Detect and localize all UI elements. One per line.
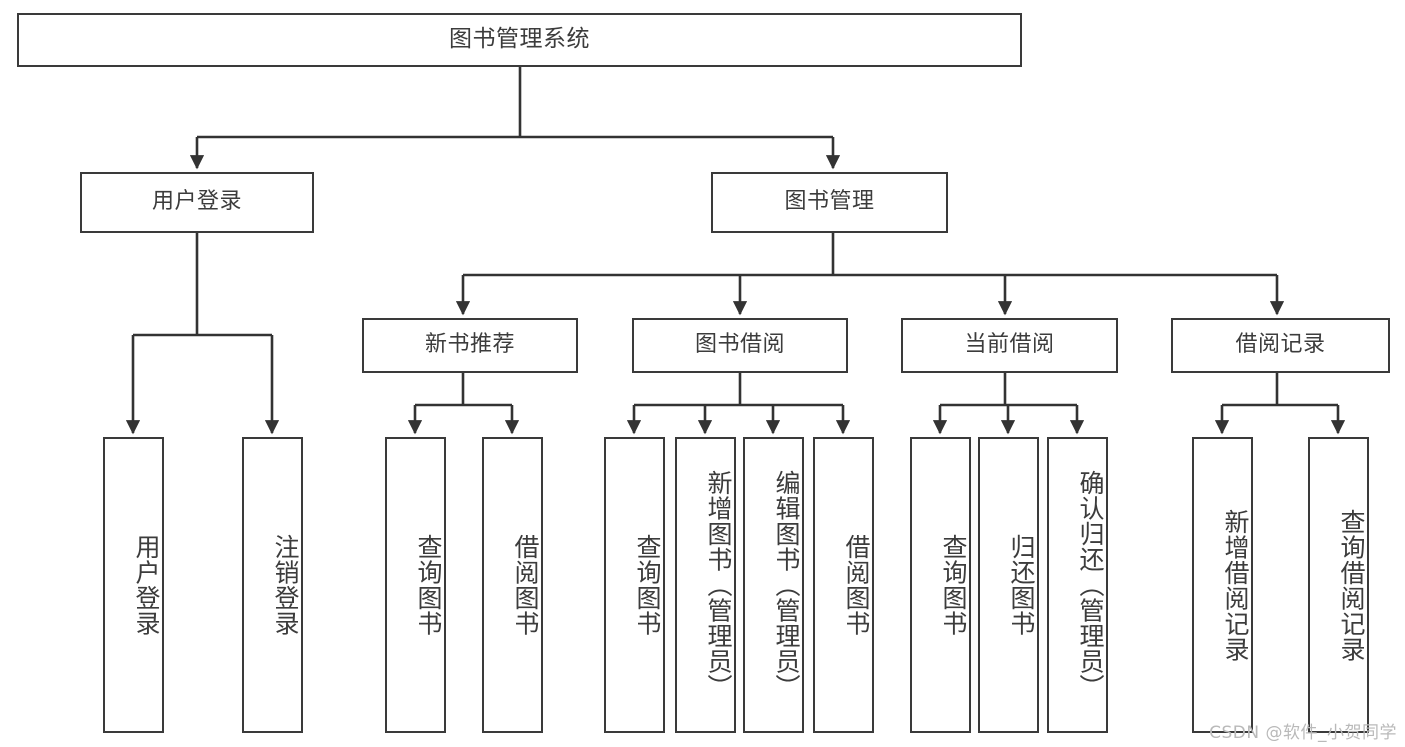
- node-label: 查询借阅记录: [1337, 508, 1366, 662]
- node-book-manage[interactable]: 图书管理: [711, 172, 948, 233]
- node-new-book-recommend[interactable]: 新书推荐: [362, 318, 578, 373]
- node-label: 编辑图书（管理员）: [772, 470, 801, 700]
- node-label: 用户登录: [151, 189, 242, 215]
- node-label: 图书借阅: [694, 332, 785, 358]
- leaf-return-book[interactable]: 归还图书: [978, 437, 1039, 733]
- node-label: 当前借阅: [964, 332, 1055, 358]
- node-label: 新增借阅记录: [1221, 508, 1250, 662]
- node-label: 确认归还（管理员）: [1076, 470, 1105, 700]
- node-book-borrow[interactable]: 图书借阅: [632, 318, 848, 373]
- leaf-query-book-3[interactable]: 查询图书: [910, 437, 971, 733]
- leaf-logout-login[interactable]: 注销登录: [242, 437, 303, 733]
- node-label: 借阅记录: [1235, 332, 1326, 358]
- leaf-add-record[interactable]: 新增借阅记录: [1192, 437, 1253, 733]
- node-label: 借阅图书: [842, 534, 871, 636]
- leaf-borrow-book-1[interactable]: 借阅图书: [482, 437, 543, 733]
- leaf-user-login[interactable]: 用户登录: [103, 437, 164, 733]
- node-label: 借阅图书: [511, 534, 540, 636]
- leaf-query-book-2[interactable]: 查询图书: [604, 437, 665, 733]
- node-label: 查询图书: [414, 534, 443, 636]
- node-label: 查询图书: [939, 534, 968, 636]
- csdn-watermark: CSDN @软件_小贺同学: [1209, 723, 1397, 743]
- node-borrow-record[interactable]: 借阅记录: [1171, 318, 1390, 373]
- node-label: 图书管理系统: [449, 26, 590, 53]
- node-root-system[interactable]: 图书管理系统: [17, 13, 1022, 67]
- node-label: 查询图书: [633, 534, 662, 636]
- leaf-query-record[interactable]: 查询借阅记录: [1308, 437, 1369, 733]
- node-label: 图书管理: [784, 189, 875, 215]
- node-label: 注销登录: [271, 534, 300, 636]
- node-label: 新书推荐: [424, 332, 515, 358]
- leaf-borrow-book-2[interactable]: 借阅图书: [813, 437, 874, 733]
- node-user-login[interactable]: 用户登录: [80, 172, 314, 233]
- leaf-confirm-return[interactable]: 确认归还（管理员）: [1047, 437, 1108, 733]
- leaf-edit-book[interactable]: 编辑图书（管理员）: [743, 437, 804, 733]
- node-current-borrow[interactable]: 当前借阅: [901, 318, 1118, 373]
- node-label: 用户登录: [132, 534, 161, 636]
- node-label: 归还图书: [1007, 534, 1036, 636]
- node-label: 新增图书（管理员）: [704, 470, 733, 700]
- leaf-add-book[interactable]: 新增图书（管理员）: [675, 437, 736, 733]
- leaf-query-book-1[interactable]: 查询图书: [385, 437, 446, 733]
